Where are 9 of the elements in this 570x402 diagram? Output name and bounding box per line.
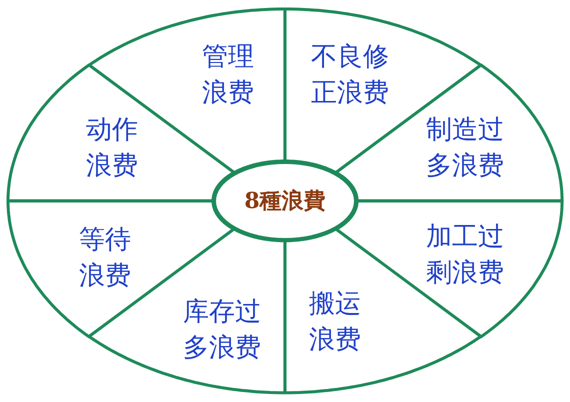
sector-label: 不良修正浪费 [310, 41, 390, 110]
sector-label: 制造过多浪费 [424, 114, 505, 183]
center-label: 8種浪費 [244, 187, 326, 216]
sector-label: 库存过多浪费 [182, 296, 262, 365]
sector-label: 加工过剩浪费 [424, 221, 505, 290]
sector-label: 搬运浪费 [308, 288, 362, 357]
sector-label: 管理浪费 [200, 41, 255, 110]
sector-label: 动作浪费 [85, 114, 139, 183]
sector-label: 等待浪费 [78, 224, 132, 293]
